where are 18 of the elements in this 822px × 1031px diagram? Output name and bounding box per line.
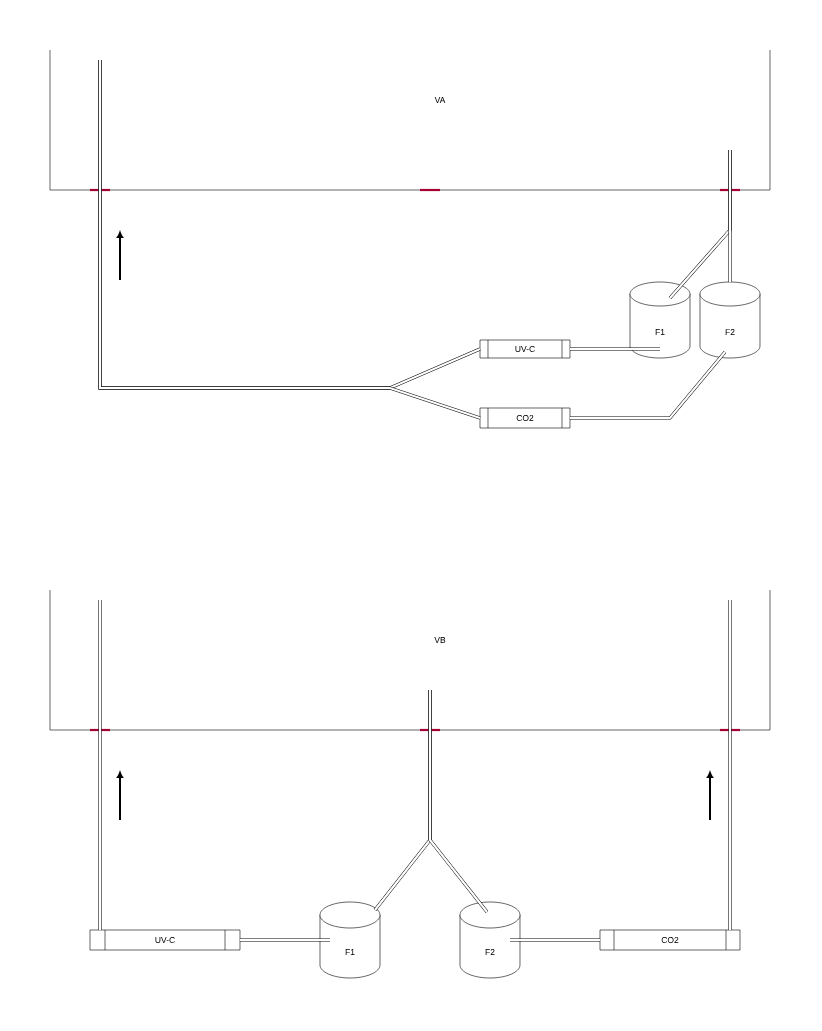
pipe — [570, 351, 727, 420]
pipe — [240, 938, 330, 942]
pipe — [728, 150, 732, 282]
treatment-unit: CO2 — [599, 929, 741, 951]
filter-cylinder: F2 — [699, 281, 761, 359]
filter-cylinder: F1 — [319, 901, 381, 979]
treatment-unit: UV-C — [89, 929, 241, 951]
treatment-unit: UV-C — [479, 339, 571, 359]
pipe — [98, 600, 102, 930]
pipe — [510, 938, 600, 942]
filter-cylinder: F2 — [459, 901, 521, 979]
pipe — [428, 690, 489, 913]
treatment-unit: CO2 — [479, 407, 571, 429]
pipe — [570, 347, 660, 351]
pipe — [728, 600, 732, 930]
tank: VA — [49, 49, 771, 191]
filter-cylinder: F1 — [629, 281, 691, 359]
tank: VB — [49, 589, 771, 731]
